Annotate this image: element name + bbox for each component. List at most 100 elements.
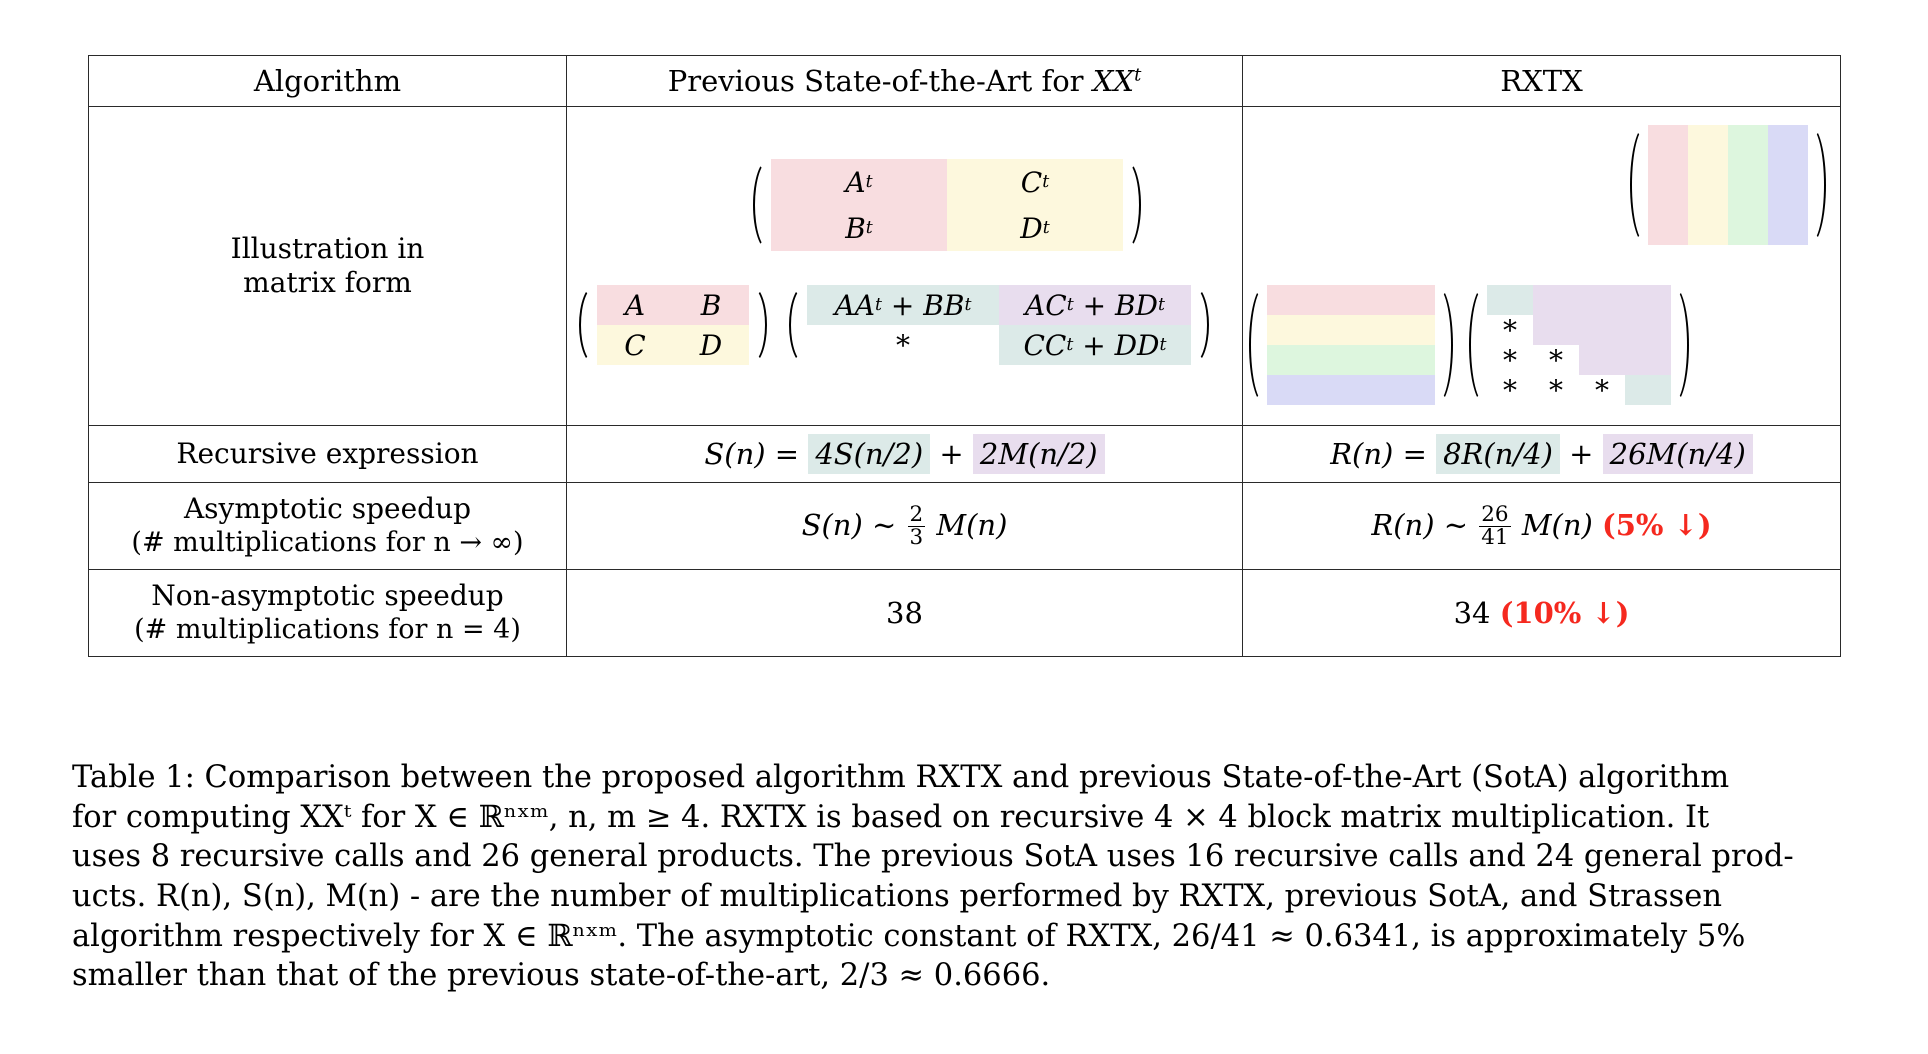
- sota-asym-fraction: 2 3: [907, 501, 926, 550]
- sota-asymptotic-value: S(n) ∼ 2 3 M(n): [566, 482, 1243, 570]
- header-sota-prefix: Previous State-of-the-Art for: [667, 64, 1093, 98]
- sota-recursive-term2: 2M(n/2): [972, 434, 1105, 474]
- left-paren-icon: [753, 159, 769, 251]
- illustration-label-line2: matrix form: [243, 266, 412, 299]
- right-paren-icon: [1437, 285, 1453, 405]
- caption-line: for computing XXᵗ for X ∈ ℝⁿˣᵐ, n, m ≥ 4…: [72, 799, 1710, 835]
- rxtx-x-matrix: [1249, 285, 1453, 405]
- left-paren-icon: [789, 285, 805, 365]
- caption-line: smaller than that of the previous state-…: [72, 958, 1051, 994]
- sota-recursive-lhs: S(n): [704, 437, 766, 471]
- stripe-pink: [1267, 285, 1435, 315]
- rxtx-asym-numerator: 26: [1479, 501, 1511, 527]
- header-sota-math: XX: [1092, 64, 1135, 98]
- rxtx-xt-matrix: [1630, 125, 1826, 245]
- rxtx-asym-fraction: 26 41: [1479, 501, 1511, 550]
- rxtx-asym-rhs: M(n): [1521, 507, 1593, 542]
- sota-asym-numerator: 2: [907, 501, 926, 527]
- matrix-cell-C: C: [597, 325, 673, 365]
- caption-line: algorithm respectively for X ∈ ℝⁿˣᵐ. The…: [72, 918, 1746, 954]
- rxtx-recursive-lhs: R(n): [1330, 437, 1394, 471]
- figure-caption: Table 1: Comparison between the proposed…: [72, 758, 1858, 996]
- rxtx-nonasym-improvement-badge: (10% ↓): [1499, 596, 1630, 630]
- stripe-green: [1728, 125, 1768, 245]
- rxtx-asym-improvement-badge: (5% ↓): [1602, 507, 1712, 542]
- nonasymptotic-label-line1: Non-asymptotic speedup: [151, 579, 504, 613]
- rxtx-result-matrix: * * * * * *: [1469, 285, 1689, 407]
- left-paren-icon: [1469, 285, 1485, 405]
- rxtx-result-grid: * * * * * *: [1487, 285, 1671, 407]
- caption-line: Table 1: Comparison between the proposed…: [72, 760, 1730, 795]
- left-paren-icon: [1249, 285, 1265, 405]
- rxtx-xt-wrap: [1630, 125, 1826, 245]
- nonasymptotic-label-line2: (# multiplications for n = 4): [134, 613, 521, 645]
- recursive-label: Recursive expression: [176, 436, 479, 470]
- rxtx-recursive-expression: R(n) = 8R(n/4) + 26M(n/4): [1242, 425, 1841, 483]
- matrix-cell-r2c3: [1579, 315, 1625, 345]
- rxtx-asym-denominator: 41: [1481, 524, 1509, 550]
- rxtx-xt-grid: [1648, 125, 1808, 245]
- sota-recursive-term1: 4S(n/2): [808, 434, 931, 474]
- right-paren-icon: [1810, 125, 1826, 245]
- left-paren-icon: [1630, 125, 1646, 245]
- rxtx-multiplication-count: 34: [1453, 596, 1491, 630]
- matrix-cell-r2c2: [1533, 315, 1579, 345]
- stripe-cream: [1688, 125, 1728, 245]
- recursive-expression-row: Recursive expression S(n) = 4S(n/2) + 2M…: [88, 425, 1841, 483]
- nonasymptotic-speedup-row: Non-asymptotic speedup (# multiplication…: [88, 569, 1841, 657]
- sota-asym-rhs: M(n): [936, 507, 1008, 542]
- sota-asym-denominator: 3: [909, 524, 924, 550]
- rxtx-asymptotic-value: R(n) ∼ 26 41 M(n) (5% ↓): [1242, 482, 1841, 570]
- sota-nonasymptotic-value: 38: [566, 569, 1243, 657]
- rxtx-x-grid: [1267, 285, 1435, 405]
- rxtx-recursive-plus: +: [1569, 437, 1594, 471]
- matrix-cell-star: *: [1503, 373, 1517, 407]
- sota-asym-sim: ∼: [871, 507, 897, 542]
- matrix-cell-r3c3: [1579, 345, 1625, 375]
- caption-line: uses 8 recursive calls and 26 general pr…: [72, 839, 1794, 875]
- matrix-cell-star: *: [1549, 343, 1563, 377]
- stripe-blue: [1267, 375, 1435, 405]
- asymptotic-speedup-row: Asymptotic speedup (# multiplications fo…: [88, 482, 1841, 570]
- sota-x-matrix: A B C D: [579, 285, 767, 365]
- stripe-cream: [1267, 315, 1435, 345]
- rxtx-nonasymptotic-value: 34 (10% ↓): [1242, 569, 1841, 657]
- header-sota-superscript: t: [1134, 64, 1142, 86]
- rxtx-asym-lhs: R(n): [1371, 507, 1435, 542]
- rxtx-bottom-group: * * * * * *: [1249, 285, 1689, 407]
- rxtx-recursive-eq: =: [1402, 437, 1427, 471]
- table-header-row: Algorithm Previous State-of-the-Art for …: [88, 55, 1841, 107]
- left-paren-icon: [579, 285, 595, 365]
- right-paren-icon: [751, 285, 767, 365]
- header-sota: Previous State-of-the-Art for XXt: [566, 55, 1243, 107]
- caption-line: ucts. R(n), S(n), M(n) - are the number …: [72, 878, 1722, 914]
- matrix-cell-r1c2: [1533, 285, 1579, 315]
- row-label-asymptotic: Asymptotic speedup (# multiplications fo…: [88, 482, 567, 570]
- sota-x-grid: A B C D: [597, 285, 749, 365]
- sota-recursive-eq: =: [774, 437, 800, 471]
- matrix-cell-star: *: [1595, 373, 1609, 407]
- rxtx-recursive-term2: 26M(n/4): [1602, 434, 1753, 474]
- header-rxtx: RXTX: [1242, 55, 1841, 107]
- matrix-cell-star: *: [896, 328, 910, 362]
- row-label-nonasymptotic: Non-asymptotic speedup (# multiplication…: [88, 569, 567, 657]
- row-label-illustration: Illustration in matrix form: [88, 106, 567, 426]
- sota-recursive-expression: S(n) = 4S(n/2) + 2M(n/2): [566, 425, 1243, 483]
- right-paren-icon: [1125, 159, 1141, 251]
- header-rxtx-label: RXTX: [1500, 64, 1583, 98]
- stripe-green: [1267, 345, 1435, 375]
- rxtx-illustration-cell: * * * * * *: [1242, 106, 1841, 426]
